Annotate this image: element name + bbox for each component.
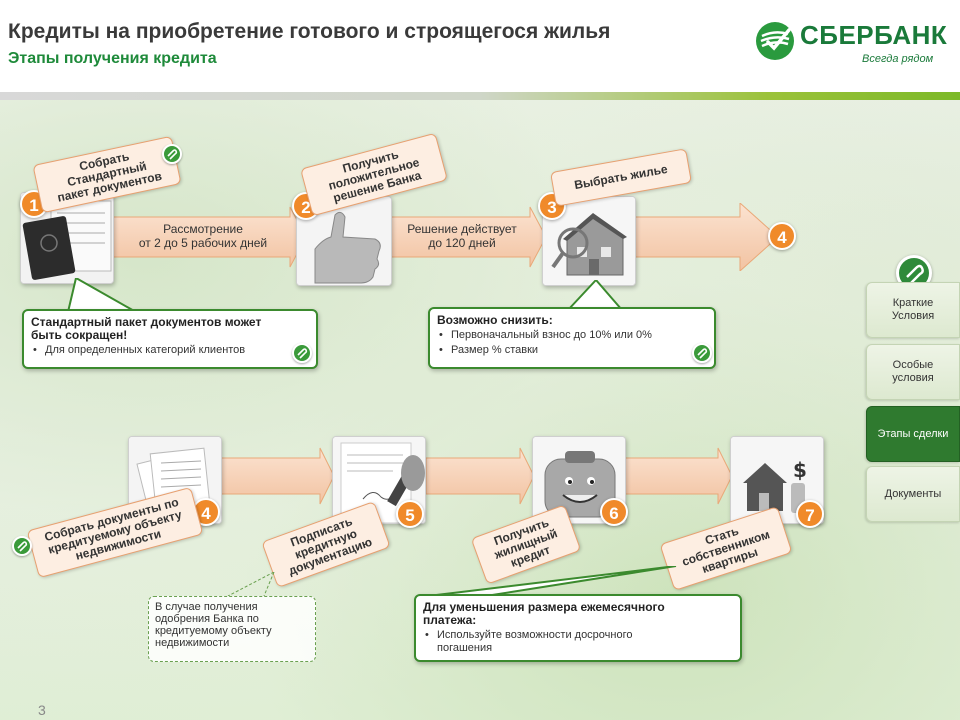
sberbank-logo: СБЕРБАНК Всегда рядом <box>754 16 954 72</box>
flow-arrow-row2 <box>220 446 740 506</box>
flow-arrow-row1 <box>110 203 780 271</box>
callout-pointer-approval <box>224 572 280 598</box>
step-number-4-row1: 4 <box>768 222 796 250</box>
info-box-payment-list: Используйте возможности досрочного погаш… <box>423 629 733 655</box>
side-nav-special-conditions[interactable]: Особые условия <box>866 344 960 400</box>
svg-text:$: $ <box>793 458 807 482</box>
header: Кредиты на приобретение готового и строя… <box>0 0 960 92</box>
list-item: Первоначальный взнос до 10% или 0% <box>437 329 707 342</box>
step-number-6: 6 <box>600 498 628 526</box>
step-number-5: 5 <box>396 500 424 528</box>
info-box-documents-list: Для определенных категорий клиентов <box>31 344 309 357</box>
thumbs-up-image <box>297 197 391 285</box>
info-box-payment-header: Для уменьшения размера ежемесячного плат… <box>423 600 665 627</box>
list-item: Размер % ставки <box>437 344 707 357</box>
logo-name: СБЕРБАНК <box>800 20 948 50</box>
page-subtitle: Этапы получения кредита <box>8 50 217 67</box>
list-item: Используйте возможности досрочного погаш… <box>423 629 733 655</box>
photo-thumbs-up <box>296 196 392 286</box>
side-nav-deal-stages[interactable]: Этапы сделки <box>866 406 960 462</box>
note-approval: В случае получения одобрения Банка по кр… <box>148 596 316 662</box>
header-divider <box>0 92 960 100</box>
info-box-documents-header: Стандартный пакет документов может быть … <box>31 315 262 342</box>
wallet-image <box>533 437 625 523</box>
paperclip-icon[interactable] <box>692 343 712 363</box>
arrow-text-review: Рассмотрение от 2 до 5 рабочих дней <box>138 222 268 250</box>
sberbank-logo-icon <box>756 22 794 60</box>
step-number-7: 7 <box>796 500 824 528</box>
paperclip-icon[interactable] <box>162 144 182 164</box>
side-nav-brief-conditions[interactable]: Краткие Условия <box>866 282 960 338</box>
info-box-reduce-list: Первоначальный взнос до 10% или 0% Разме… <box>437 329 707 357</box>
info-box-reduce: Возможно снизить: Первоначальный взнос д… <box>428 307 716 369</box>
page-title: Кредиты на приобретение готового и строя… <box>8 20 611 43</box>
side-nav-documents[interactable]: Документы <box>866 466 960 522</box>
info-box-reduce-header: Возможно снизить: <box>437 313 553 327</box>
arrow-text-decision: Решение действует до 120 дней <box>407 222 517 250</box>
logo-slogan: Всегда рядом <box>862 53 934 65</box>
info-box-documents: Стандартный пакет документов может быть … <box>22 309 318 369</box>
info-box-payment: Для уменьшения размера ежемесячного плат… <box>414 594 742 662</box>
list-item: Для определенных категорий клиентов <box>31 344 309 357</box>
page-number: 3 <box>38 702 46 718</box>
paperclip-icon[interactable] <box>12 536 32 556</box>
photo-house <box>542 196 636 286</box>
paperclip-icon[interactable] <box>292 343 312 363</box>
